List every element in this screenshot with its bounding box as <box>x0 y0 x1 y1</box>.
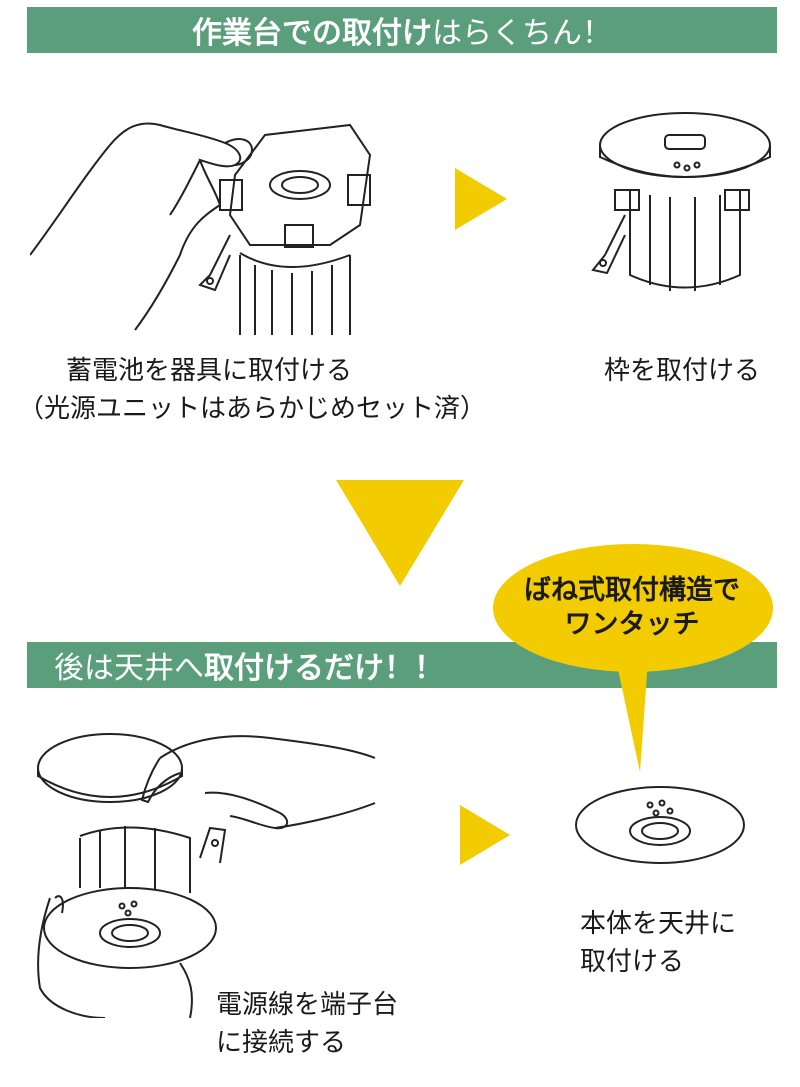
bubble-shape <box>493 544 773 772</box>
step1-line1: 蓄電池を器具に取付ける <box>66 356 353 386</box>
step3-line1: 電源線を端子台 <box>216 990 399 1020</box>
step1-caption: 蓄電池を器具に取付ける （光源ユニットはあらかじめセット済） <box>18 352 486 428</box>
step3-caption: 電源線を端子台 に接続する <box>216 986 398 1062</box>
arrow-right-1 <box>455 168 507 230</box>
step1-illustration <box>30 122 372 335</box>
step3-illustration <box>37 733 376 1018</box>
step2-caption: 枠を取付ける <box>604 352 760 390</box>
step4-caption: 本体を天井に 取付ける <box>580 905 736 981</box>
top-banner: 作業台での取付けはらくちん！ <box>27 7 777 53</box>
arrow-right-2 <box>460 805 510 865</box>
top-banner-bold: 作業台での取付け <box>192 16 432 51</box>
top-banner-rest: はらくちん！ <box>432 16 612 51</box>
bottom-banner-rest: 後は天井へ <box>54 651 204 686</box>
step4-illustration <box>575 786 745 864</box>
speech-bubble: ばね式取付構造で ワンタッチ <box>496 548 768 668</box>
step2-illustration <box>591 112 771 291</box>
bubble-line2: ワンタッチ <box>564 609 700 640</box>
step4-line1: 本体を天井に <box>580 909 737 939</box>
step4-line2: 取付ける <box>580 947 685 977</box>
bubble-line1: ばね式取付構造で <box>524 575 740 606</box>
step3-line2: に接続する <box>216 1028 347 1058</box>
arrow-down <box>336 480 464 586</box>
step1-line2: （光源ユニットはあらかじめセット済） <box>18 394 487 424</box>
step2-line1: 枠を取付ける <box>604 356 761 386</box>
bottom-banner-bold: 取付けるだけ！！ <box>204 651 444 686</box>
